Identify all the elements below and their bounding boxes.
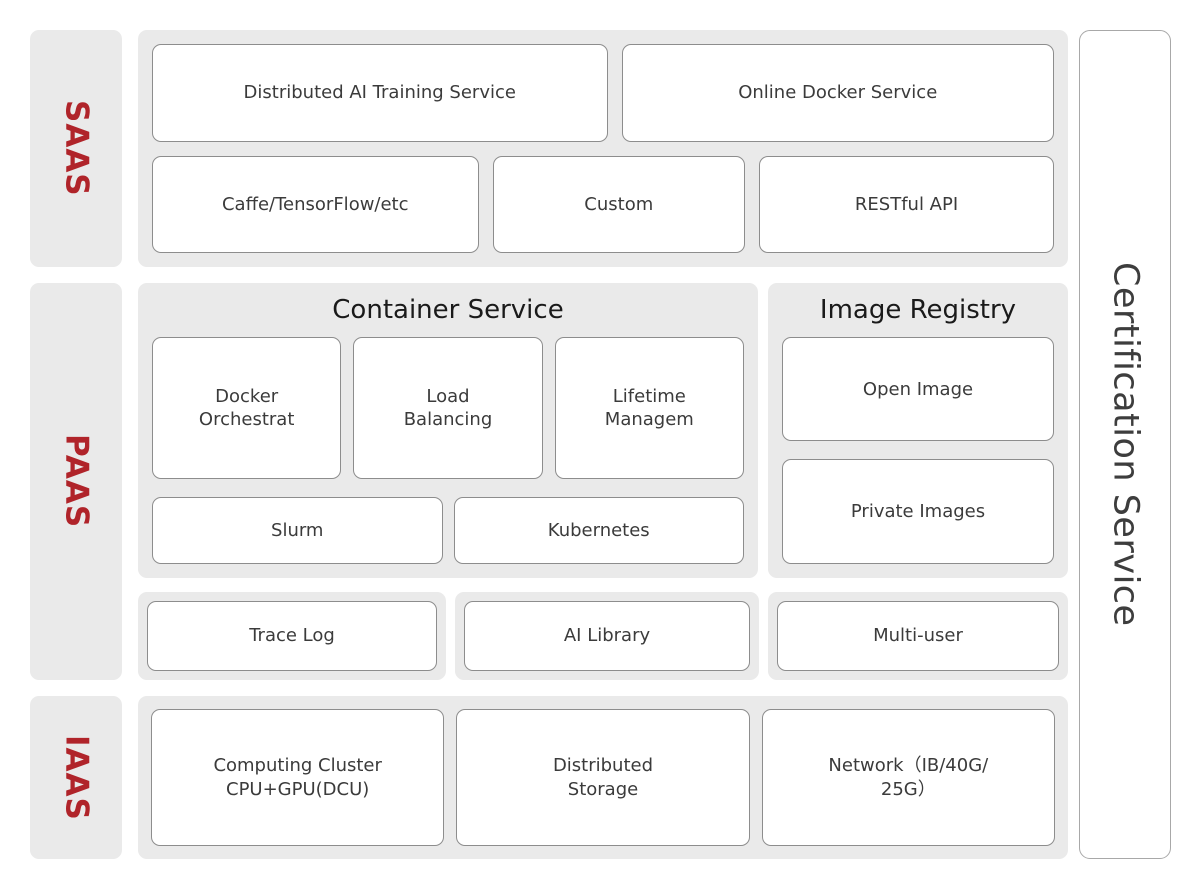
- panel-ai-library: AI Library: [455, 592, 759, 680]
- card-custom[interactable]: Custom: [492, 155, 746, 253]
- group-title-container-service: Container Service: [332, 295, 564, 325]
- card-lifetime-managem[interactable]: Lifetime Managem: [554, 336, 744, 479]
- iaas-panel: Computing Cluster CPU+GPU(DCU) Distribut…: [138, 696, 1068, 859]
- certification-service-panel[interactable]: Certification Service: [1079, 30, 1171, 859]
- panel-trace-log: Trace Log: [138, 592, 446, 680]
- tier-label-saas: SAAS: [30, 30, 122, 267]
- tier-body-iaas: Computing Cluster CPU+GPU(DCU) Distribut…: [138, 696, 1068, 859]
- card-restful-api[interactable]: RESTful API: [759, 155, 1054, 253]
- saas-panel: Distributed AI Training Service Online D…: [138, 30, 1068, 267]
- card-network[interactable]: Network（IB/40G/ 25G）: [761, 709, 1055, 846]
- certification-service-label: Certification Service: [1105, 262, 1146, 627]
- tier-row-saas: SAAS Distributed AI Training Service Onl…: [30, 30, 1068, 267]
- card-computing-cluster[interactable]: Computing Cluster CPU+GPU(DCU): [151, 709, 445, 846]
- image-registry-cards: Open Image Private Images: [782, 336, 1054, 565]
- tier-stack: SAAS Distributed AI Training Service Onl…: [30, 30, 1068, 859]
- group-image-registry: Image Registry Open Image Private Images: [768, 283, 1068, 578]
- saas-row-2: Caffe/TensorFlow/etc Custom RESTful API: [152, 155, 1054, 253]
- group-container-service: Container Service Docker Orchestrat Load…: [138, 283, 758, 578]
- card-distributed-ai-training-service[interactable]: Distributed AI Training Service: [152, 44, 608, 142]
- card-slurm[interactable]: Slurm: [152, 497, 443, 564]
- tier-body-saas: Distributed AI Training Service Online D…: [138, 30, 1068, 267]
- paas-upper-groups: Container Service Docker Orchestrat Load…: [138, 283, 1068, 578]
- card-distributed-storage[interactable]: Distributed Storage: [456, 709, 750, 846]
- card-open-image[interactable]: Open Image: [782, 336, 1054, 442]
- card-ai-library[interactable]: AI Library: [464, 601, 750, 671]
- tier-label-paas: PAAS: [30, 283, 122, 680]
- card-kubernetes[interactable]: Kubernetes: [453, 497, 744, 564]
- tier-label-iaas: IAAS: [30, 696, 122, 859]
- tier-label-paas-text: PAAS: [58, 434, 95, 529]
- card-trace-log[interactable]: Trace Log: [147, 601, 437, 671]
- card-load-balancing[interactable]: Load Balancing: [353, 336, 543, 479]
- panel-multi-user: Multi-user: [768, 592, 1068, 680]
- paas-service-strip: Trace Log AI Library Multi-user: [138, 592, 1068, 680]
- group-title-image-registry: Image Registry: [819, 295, 1017, 325]
- tier-body-paas: Container Service Docker Orchestrat Load…: [138, 283, 1068, 680]
- tier-label-saas-text: SAAS: [58, 100, 95, 197]
- tier-row-paas: PAAS Container Service Docker Orchestrat…: [30, 283, 1068, 680]
- card-private-images[interactable]: Private Images: [782, 459, 1054, 565]
- saas-row-1: Distributed AI Training Service Online D…: [152, 44, 1054, 142]
- container-service-lower-row: Slurm Kubernetes: [152, 497, 744, 564]
- tier-label-iaas-text: IAAS: [58, 734, 95, 821]
- container-service-upper-row: Docker Orchestrat Load Balancing Lifetim…: [152, 336, 744, 479]
- card-online-docker-service[interactable]: Online Docker Service: [621, 44, 1054, 142]
- card-caffe-tensorflow-etc[interactable]: Caffe/TensorFlow/etc: [152, 155, 479, 253]
- card-multi-user[interactable]: Multi-user: [777, 601, 1059, 671]
- tier-row-iaas: IAAS Computing Cluster CPU+GPU(DCU) Dist…: [30, 696, 1068, 859]
- card-docker-orchestrat[interactable]: Docker Orchestrat: [152, 336, 342, 479]
